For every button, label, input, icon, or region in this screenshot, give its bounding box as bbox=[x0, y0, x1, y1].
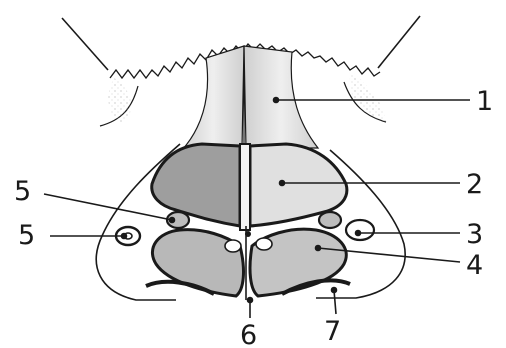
label-7: 7 bbox=[324, 316, 341, 347]
medial-crus-left bbox=[225, 240, 241, 252]
leader-5a bbox=[44, 194, 172, 220]
accessory-cartilage-right-outer bbox=[346, 220, 374, 240]
medial-crus-right bbox=[256, 238, 272, 250]
left-brow-line bbox=[62, 18, 108, 70]
label-5-upper: 5 bbox=[14, 176, 31, 207]
label-1: 1 bbox=[476, 86, 493, 117]
accessory-cartilage-right bbox=[319, 212, 341, 228]
label-5-lower: 5 bbox=[18, 220, 35, 251]
label-6: 6 bbox=[240, 320, 257, 348]
label-2: 2 bbox=[466, 169, 483, 200]
septum-strip bbox=[240, 144, 250, 230]
label-4: 4 bbox=[466, 250, 483, 281]
nasal-bone-right bbox=[244, 46, 318, 148]
label-3: 3 bbox=[466, 219, 483, 250]
right-brow-line bbox=[378, 16, 420, 68]
leader-7 bbox=[334, 290, 336, 314]
septum-dot bbox=[245, 231, 251, 237]
nostrils bbox=[146, 280, 350, 294]
